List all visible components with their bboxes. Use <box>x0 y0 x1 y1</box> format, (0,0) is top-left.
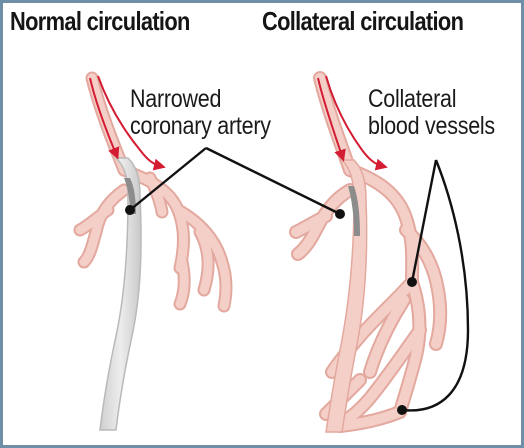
collateral-blood-vessels-label: Collateral blood vessels <box>368 86 495 140</box>
narrowed-label-line2: coronary artery <box>130 113 271 140</box>
collateral-label-line2: blood vessels <box>368 113 495 140</box>
pointer-dot-collateral-vessel-lower <box>397 405 407 415</box>
narrowed-label-line1: Narrowed <box>130 86 271 113</box>
normal-circulation-title: Normal circulation <box>10 6 190 37</box>
pointer-dot-collateral-vessel-upper <box>407 277 417 287</box>
collateral-circulation-title: Collateral circulation <box>262 6 463 37</box>
pointer-dot-normal-blockage <box>125 205 135 215</box>
pointer-dot-collateral-blockage <box>335 209 345 219</box>
narrowed-coronary-artery-label: Narrowed coronary artery <box>130 86 271 140</box>
pointer-narrowed-right <box>206 148 340 214</box>
collateral-label-line1: Collateral <box>368 86 495 113</box>
